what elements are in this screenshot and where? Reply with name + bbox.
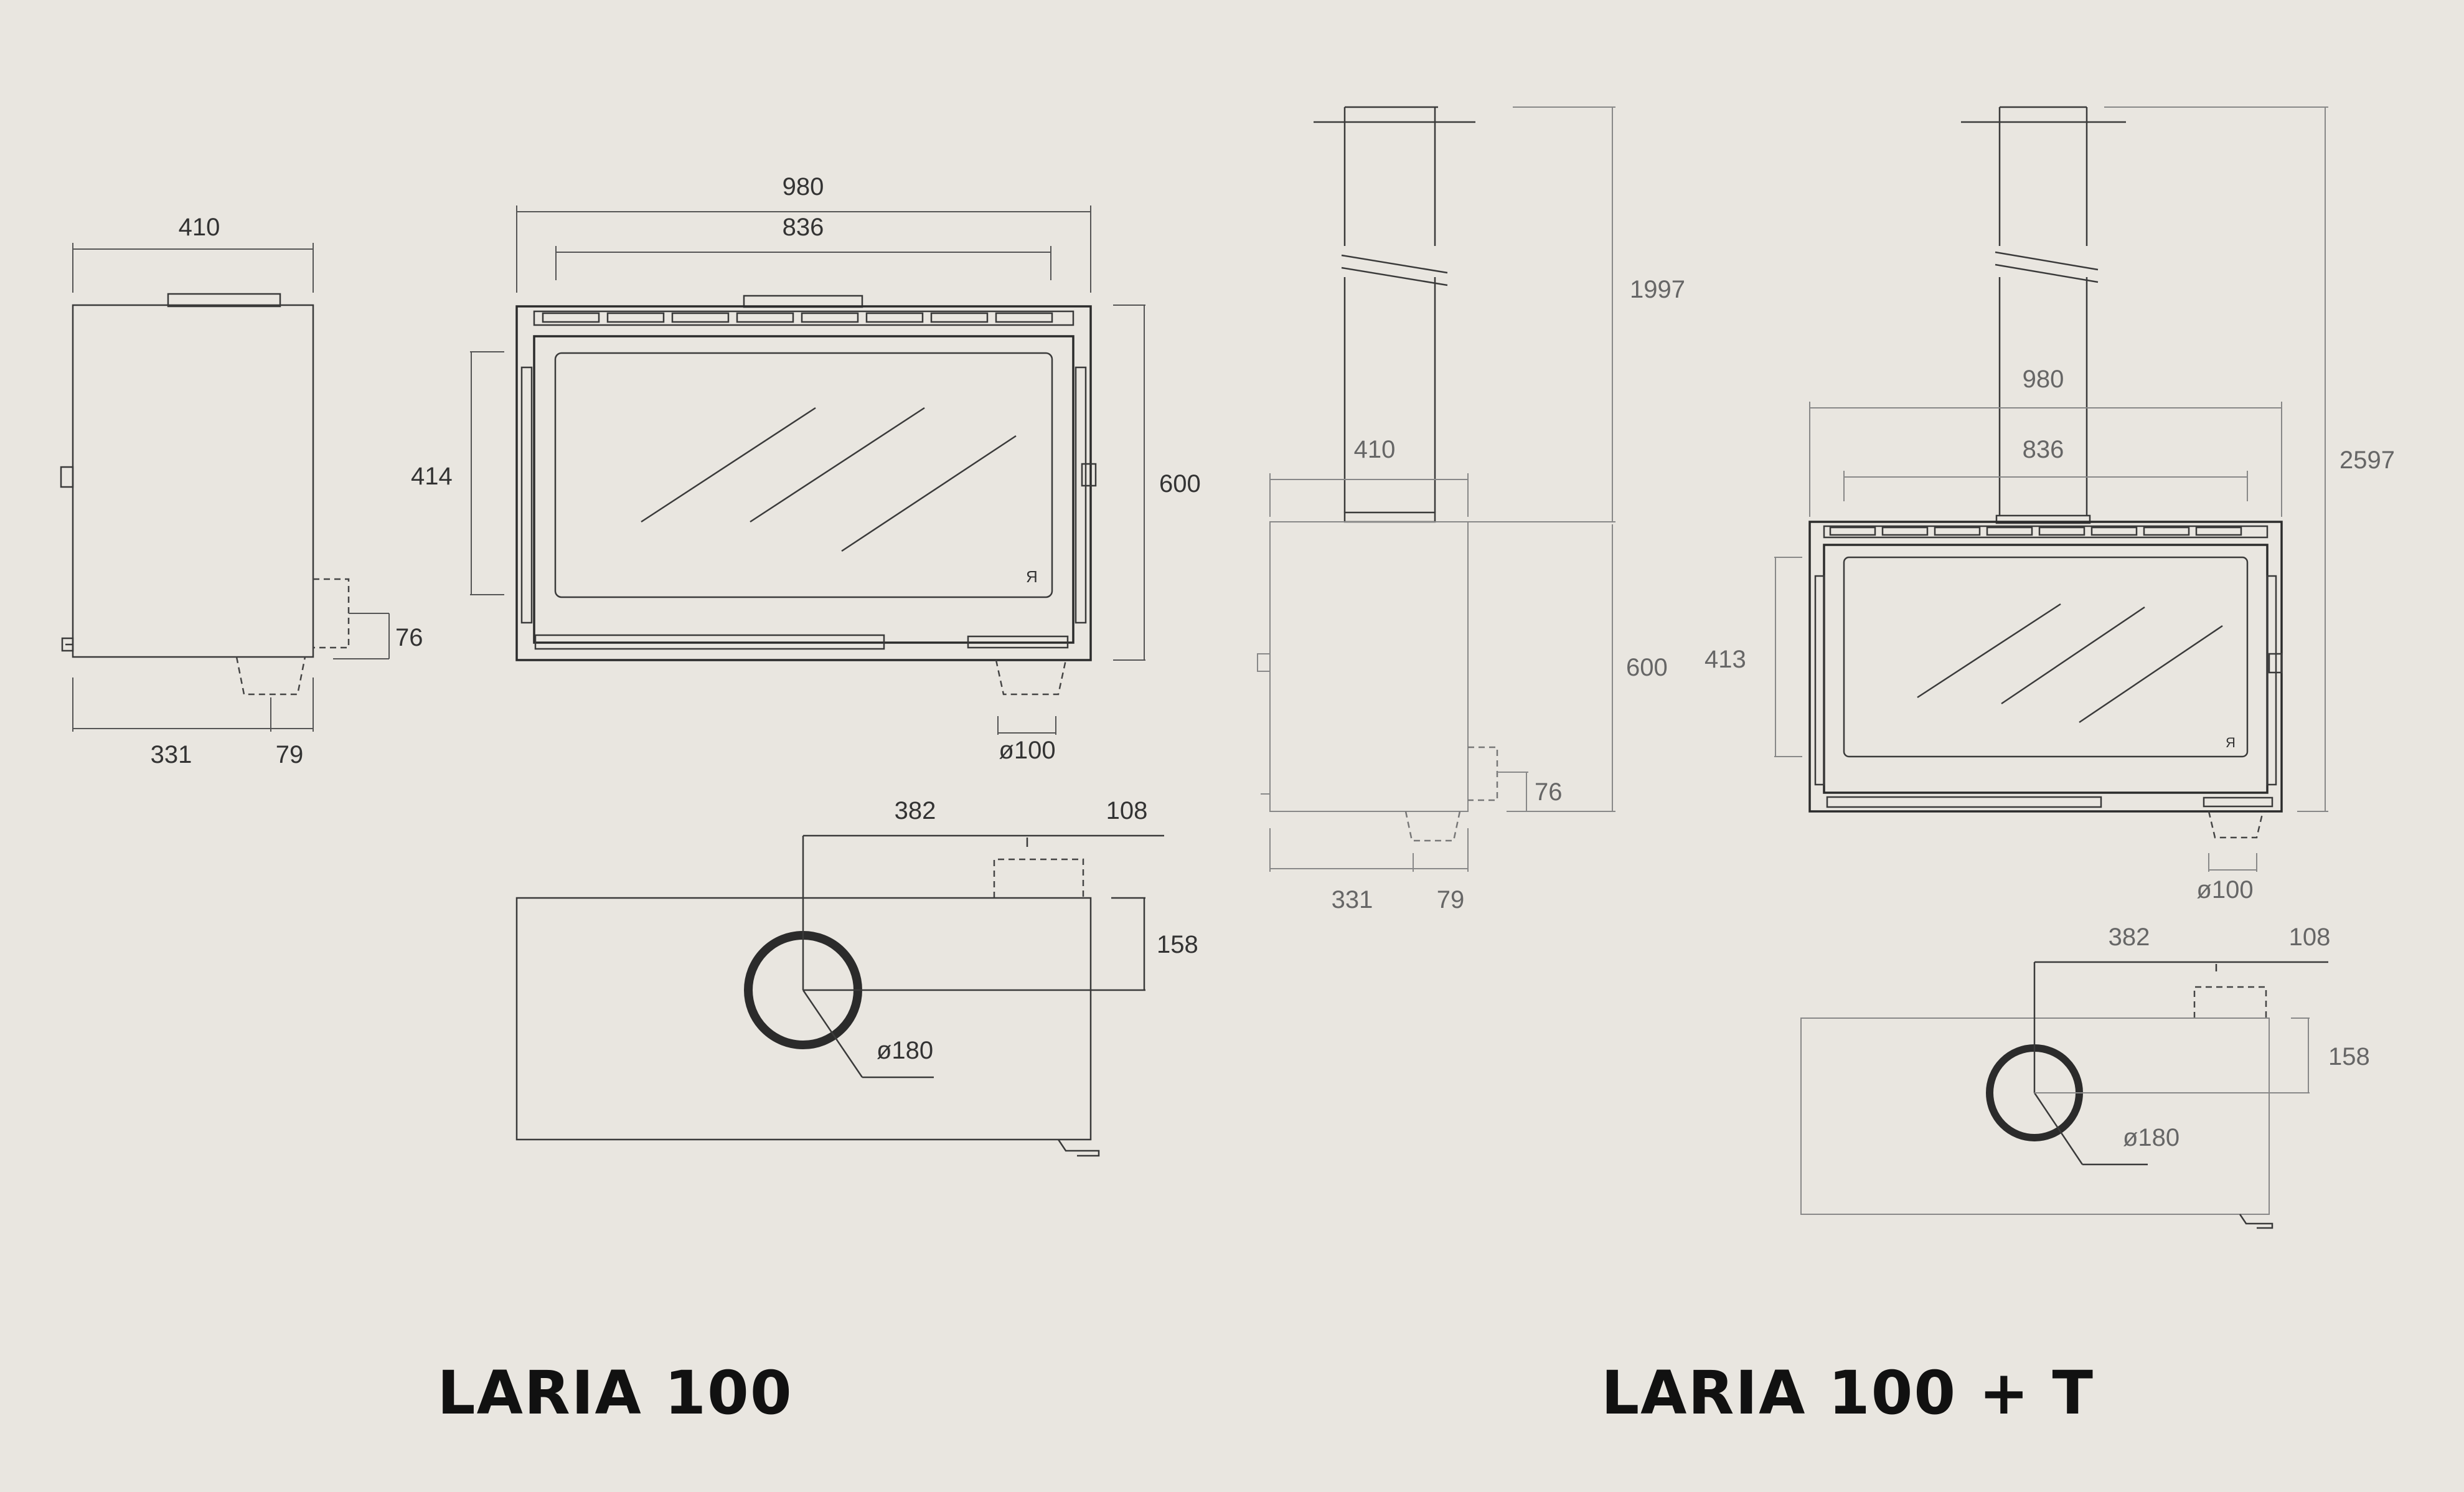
laria100t-front-outlet-diameter-label: ø100 xyxy=(2196,876,2253,904)
laria100-side-outlet-offset-label: 79 xyxy=(276,741,304,768)
laria100t-top-flue-y-label: 158 xyxy=(2328,1043,2370,1070)
laria100-side-outlet-height-label: 76 xyxy=(395,624,423,651)
laria100t-top-view: 382 108 158 ø180 xyxy=(1800,923,2370,1229)
laria100t-front-glass-width-label: 836 xyxy=(2023,436,2064,463)
brand-badge-icon: Я xyxy=(1026,567,1038,586)
laria100-front-glass-height-label: 414 xyxy=(411,463,453,490)
laria100t-side-total-height-label: 1997 xyxy=(1630,276,1685,303)
laria100t-side-body xyxy=(1269,521,1469,812)
laria100t-front-view: 980 836 Я 2597 xyxy=(1705,106,2395,904)
laria100t-top-flue-diameter-label: ø180 xyxy=(2123,1124,2180,1151)
laria100-side-depth-label: 331 xyxy=(151,741,192,768)
laria100t-front-total-height-label: 2597 xyxy=(2339,446,2395,474)
side-body xyxy=(72,304,314,658)
laria100-front-glass-width-label: 836 xyxy=(783,214,824,241)
laria100t-top-flue-x-label: 382 xyxy=(2109,923,2150,951)
laria100-front-outer-width-label: 980 xyxy=(783,173,824,201)
laria100t-top-flue-offset-label: 108 xyxy=(2289,923,2331,951)
laria100t-front-outer-width-label: 980 xyxy=(2023,366,2064,393)
laria100t-air-control-handle-icon xyxy=(2268,653,2283,674)
laria100t-side-body-height-label: 600 xyxy=(1626,654,1668,681)
laria100t-side-depth-label: 331 xyxy=(1332,886,1373,914)
laria100t-brand-badge-icon: Я xyxy=(2226,735,2236,750)
laria100-front-body xyxy=(515,305,1092,661)
laria100t-front-body xyxy=(1808,521,2283,813)
laria100-front-view: 980 836 Я 600 xyxy=(411,173,1201,764)
laria100t-title: LARIA 100 + T xyxy=(1601,1358,2094,1428)
laria100-side-width-label: 410 xyxy=(179,214,220,241)
laria100-top-flue-offset-label: 108 xyxy=(1106,797,1148,824)
laria100t-front-glass-height-label: 413 xyxy=(1705,646,1746,673)
laria100-side-view: 410 76 331 79 xyxy=(60,214,423,768)
laria100t-side-width-label: 410 xyxy=(1354,436,1396,463)
laria100-top-view: 382 108 158 ø180 xyxy=(515,797,1198,1157)
laria100t-side-view: 410 1997 600 76 331 79 xyxy=(1257,106,1685,914)
laria100t-side-outlet-offset-label: 79 xyxy=(1437,886,1465,914)
air-control-handle-icon xyxy=(1081,463,1097,487)
top-collar xyxy=(167,293,281,308)
laria100-front-outlet-diameter-label: ø100 xyxy=(999,737,1055,764)
laria100-title: LARIA 100 xyxy=(437,1358,792,1428)
laria100-top-flue-diameter-label: ø180 xyxy=(877,1037,933,1064)
laria100-top-flue-y-label: 158 xyxy=(1157,931,1198,958)
laria100-front-height-label: 600 xyxy=(1159,470,1201,498)
laria100t-side-outlet-height-label: 76 xyxy=(1535,778,1563,806)
laria100-top-flue-x-label: 382 xyxy=(895,797,936,824)
